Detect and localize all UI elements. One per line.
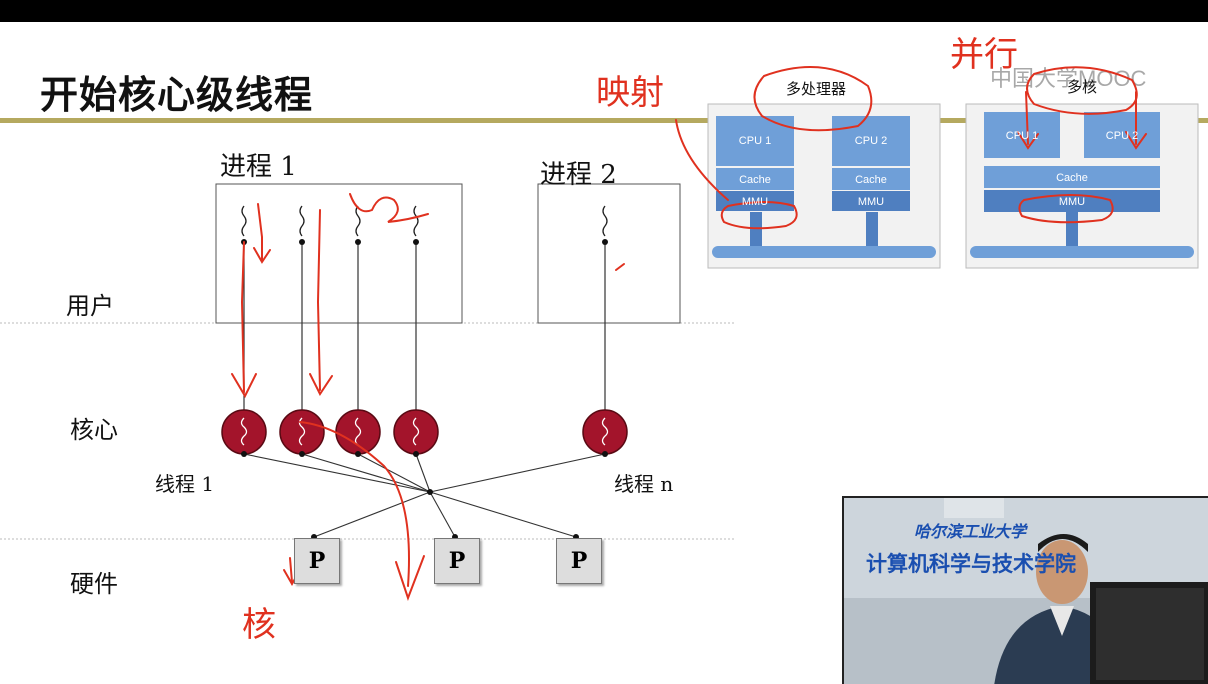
lecture-slide: 开始核心级线程 中国大学MOOC — [0, 22, 1208, 684]
processor-box-2: P — [434, 538, 480, 584]
multiprocessor-panel — [707, 103, 941, 269]
mc-cpu1-label: CPU 1 — [1006, 130, 1038, 142]
annotation-mapping: 映射 — [596, 73, 664, 113]
mooc-watermark: 中国大学MOOC — [990, 66, 1147, 91]
processor-box-1: P — [294, 538, 340, 584]
user-thread-squiggle-1 — [241, 205, 247, 237]
mc-cpu2-label: CPU 2 — [1106, 130, 1138, 142]
user-thread-squiggle-3 — [355, 205, 361, 237]
kernel-thread-4 — [393, 409, 439, 455]
multiprocessor-title: 多处理器 — [786, 80, 846, 98]
thread1-label: 线程 1 — [155, 472, 215, 496]
user-thread-squiggle-4 — [413, 205, 419, 237]
mc-mmu-label: MMU — [1059, 196, 1085, 208]
user-thread-squiggle-2 — [299, 205, 305, 237]
mp-cache1-label: Cache — [739, 174, 771, 186]
process1-box — [215, 183, 463, 324]
mp-mmu2-label: MMU — [858, 196, 884, 208]
user-thread-squiggle-5 — [602, 205, 608, 237]
lecturer-webcam: 哈尔滨工业大学 计算机科学与技术学院 — [842, 496, 1208, 684]
diagram-canvas: CPU 1 CPU 2 Cache Cache MMU MMU CPU 1 CP… — [0, 35, 1199, 645]
webcam-banner-main: 计算机科学与技术学院 — [866, 552, 1076, 576]
process2-label: 进程 2 — [540, 160, 617, 190]
user-layer-label: 用户 — [66, 292, 114, 320]
kernel-thread-1 — [221, 409, 267, 455]
threadn-label: 线程 n — [614, 472, 674, 496]
kernel-layer-label: 核心 — [70, 416, 118, 444]
mc-cache-label: Cache — [1056, 172, 1088, 184]
title-underline-bar — [0, 118, 1208, 123]
multicore-title: 多核 — [1067, 78, 1097, 96]
process2-box — [537, 183, 681, 324]
annotation-parallel: 并行 — [950, 35, 1018, 75]
process1-label: 进程 1 — [220, 152, 297, 182]
hardware-layer-label: 硬件 — [70, 570, 118, 598]
processor-box-3: P — [556, 538, 602, 584]
kernel-thread-2 — [279, 409, 325, 455]
mp-mmu1-label: MMU — [742, 196, 768, 208]
kernel-thread-3 — [335, 409, 381, 455]
webcam-banner-top: 哈尔滨工业大学 — [914, 522, 1027, 541]
mp-cache2-label: Cache — [855, 174, 887, 186]
mp-cpu2-label: CPU 2 — [855, 135, 887, 147]
slide-title: 开始核心级线程 — [40, 73, 314, 117]
annotation-core: 核 — [242, 605, 276, 645]
mp-cpu1-label: CPU 1 — [739, 135, 771, 147]
webcam-scene — [844, 498, 1208, 684]
multicore-panel — [965, 103, 1199, 269]
kernel-thread-n — [582, 409, 628, 455]
